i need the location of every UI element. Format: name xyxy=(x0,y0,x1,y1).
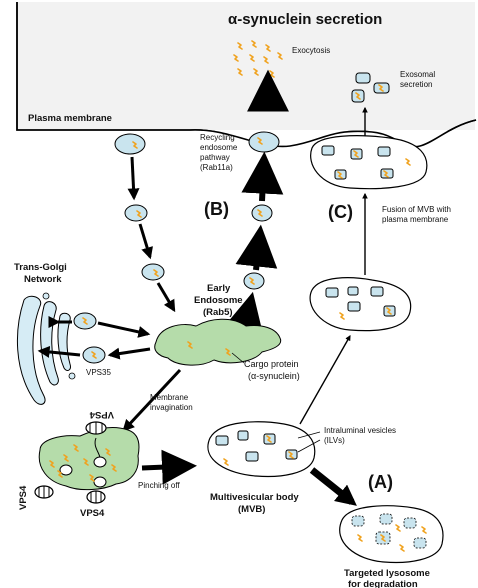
route-c-label: (C) xyxy=(328,202,353,222)
invagination-label-1: Membrane xyxy=(150,393,189,402)
route-b-label: (B) xyxy=(204,199,229,219)
ilv-pointer-2 xyxy=(297,439,321,453)
endocytic-vesicles xyxy=(114,133,165,281)
golgi-label-1: Trans-Golgi xyxy=(14,262,67,273)
arrow-endosome-to-vesicle xyxy=(107,347,151,360)
vps4-complex-top xyxy=(85,421,107,435)
golgi-label-2: Network xyxy=(24,274,62,285)
vps4-complex-left xyxy=(34,485,54,499)
vps4-left-label: VPS4 xyxy=(18,485,29,510)
ilv-pointer-1 xyxy=(297,431,321,439)
recycling-label-4: (Rab11a) xyxy=(200,163,233,172)
invagination-label-2: invagination xyxy=(150,403,193,412)
arrow-mvb-to-fusion xyxy=(299,335,351,425)
arrow-endo-3 xyxy=(156,282,176,313)
targeted-lysosome xyxy=(339,505,444,564)
exocytosis-label: Exocytosis xyxy=(292,46,330,55)
mvb-at-membrane xyxy=(310,135,428,190)
arrow-to-lysosome xyxy=(309,467,357,506)
lysosome-label-2: for degradation xyxy=(348,579,418,588)
recycling-label-3: pathway xyxy=(200,153,230,162)
arrow-pinching-off xyxy=(141,449,197,485)
arrow-golgi-to-endosome xyxy=(97,321,151,338)
route-a-label: (A) xyxy=(368,472,393,492)
mvb-label-1: Multivesicular body xyxy=(210,492,299,503)
pinching-off-label: Pinching off xyxy=(138,481,180,490)
vps4-complex-right xyxy=(86,490,106,504)
recycling-label-2: endosome xyxy=(200,143,238,152)
lysosome-label-1: Targeted lysosome xyxy=(344,568,430,579)
arrow-recycle-2 xyxy=(235,224,278,271)
arrow-endo-2 xyxy=(138,223,153,260)
cargo-label-2: (α-synuclein) xyxy=(248,371,300,381)
early-endosome-label-1: Early xyxy=(207,283,231,294)
fusion-label-1: Fusion of MVB with xyxy=(382,205,451,214)
arrow-recycle-1 xyxy=(241,151,284,202)
mvb-label-2: (MVB) xyxy=(238,504,265,515)
early-endosome xyxy=(154,318,282,366)
fusion-label-2: plasma membrane xyxy=(382,215,449,224)
cargo-pointer xyxy=(231,352,245,364)
exosomal-label-1: Exosomal xyxy=(400,70,435,79)
ilv-label-1: Intraluminal vesicles xyxy=(324,426,396,435)
arrow-invagination xyxy=(122,368,182,432)
invaginating-endosome xyxy=(38,427,140,491)
mvb-mid xyxy=(309,277,412,332)
vps4-top-label: VPS4 xyxy=(89,409,114,420)
recycling-label-1: Recycling xyxy=(200,133,235,142)
ilv-label-2: (ILVs) xyxy=(324,436,345,445)
multivesicular-body xyxy=(207,421,316,478)
exosomal-label-2: secretion xyxy=(400,80,432,89)
plasma-membrane-label: Plasma membrane xyxy=(28,113,112,124)
early-endosome-label-2: Endosome xyxy=(194,295,243,306)
recycling-vesicles xyxy=(243,131,280,290)
early-endosome-label-3: (Rab5) xyxy=(203,307,233,318)
cargo-label-1: Cargo protein xyxy=(244,359,299,369)
trans-golgi-network xyxy=(17,292,76,405)
arrow-vesicle-to-golgi xyxy=(37,345,81,358)
diagram-title: α-synuclein secretion xyxy=(228,11,382,28)
vps35-label: VPS35 xyxy=(86,368,111,377)
vps4-right-label: VPS4 xyxy=(80,508,105,519)
arrow-endo-1 xyxy=(127,156,140,201)
exosomes xyxy=(351,72,390,103)
